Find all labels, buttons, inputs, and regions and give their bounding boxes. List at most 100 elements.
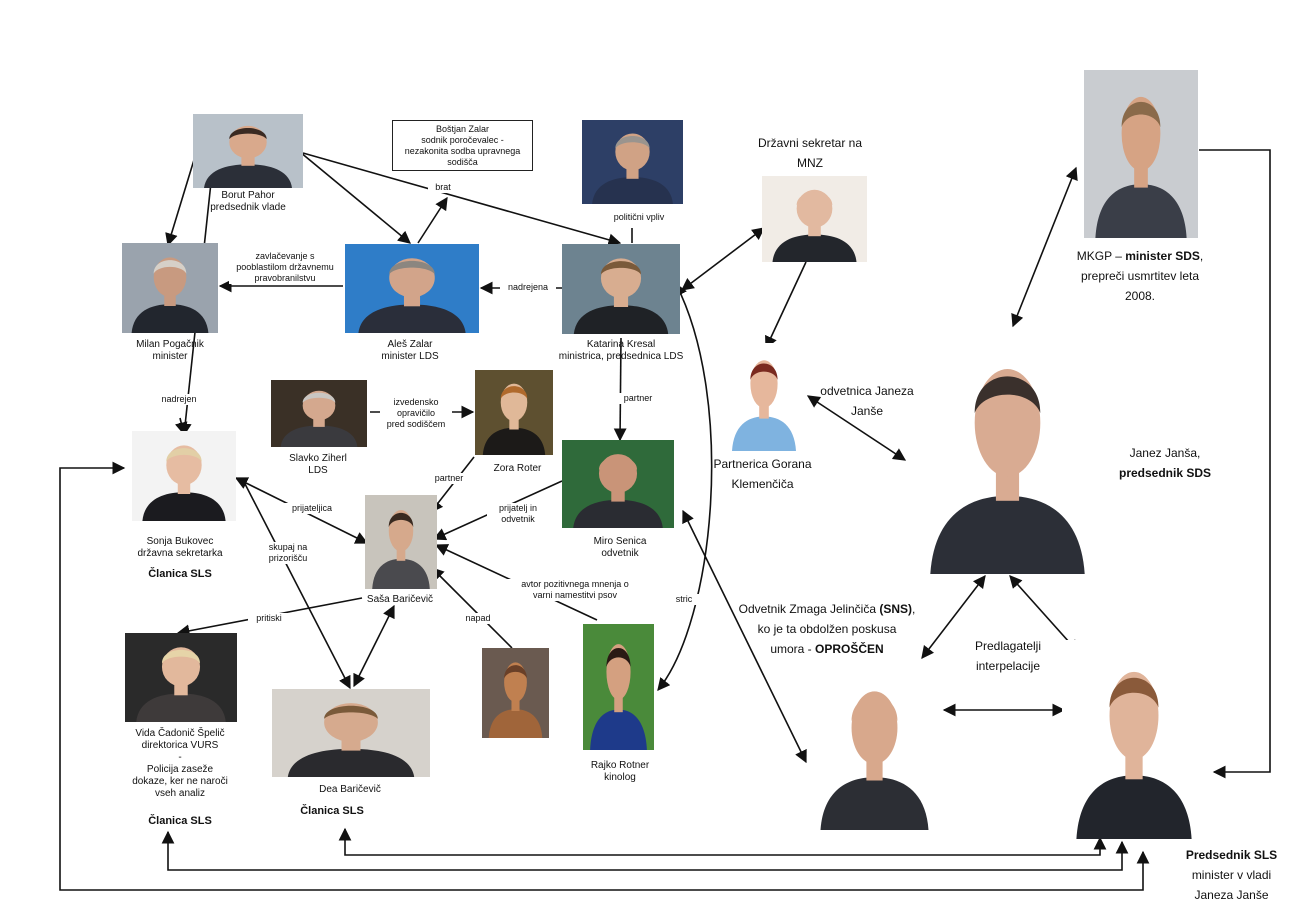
- l2: varni namestitvi psov: [532, 590, 618, 600]
- photo-police-official: [582, 120, 683, 204]
- label-mkgp: MKGP – minister SDS, prepreči usmrtitev …: [1075, 246, 1205, 306]
- line-2: ko je ta obdolžen poskusa: [757, 622, 897, 636]
- edge-label-prijateljica: prijateljica: [281, 503, 343, 514]
- l2: pooblastilom državnemu: [236, 262, 334, 272]
- portrait-shoulders: [372, 558, 430, 589]
- l2: odvetnik: [501, 514, 535, 524]
- photo-partnerica: [724, 343, 804, 451]
- portrait-image: [724, 343, 804, 451]
- label-vida-clanica: Članica SLS: [115, 815, 245, 827]
- role: odvetnik: [601, 548, 639, 559]
- l3a: umora -: [770, 642, 815, 656]
- l3b: OPROŠČEN: [815, 642, 884, 656]
- portrait-image: [272, 689, 430, 777]
- portrait-hair: [600, 261, 642, 275]
- line-2: minister v vladi: [1191, 868, 1272, 882]
- party: predsednik SDS: [1118, 466, 1212, 480]
- portrait-shoulders: [732, 416, 796, 451]
- portrait-shoulders: [142, 492, 226, 521]
- suffix: ,: [1199, 249, 1204, 263]
- l1b: (SNS): [879, 602, 913, 616]
- label-ales-zalar: Aleš Zalar minister LDS: [360, 339, 460, 363]
- name: Dea Baričevič: [319, 784, 381, 795]
- edge-label-stric: stric: [669, 594, 699, 605]
- label-rajko-rotner: Rajko Rotner kinolog: [570, 760, 670, 784]
- portrait-shoulders: [488, 709, 543, 738]
- portrait-shoulders: [820, 777, 929, 830]
- portrait-image: [475, 370, 553, 455]
- l1: skupaj na: [268, 542, 308, 552]
- portrait-shoulders: [592, 177, 673, 204]
- name: Katarina Kresal: [586, 339, 656, 350]
- portrait-hair: [974, 376, 1041, 413]
- edge-kresal-sekretar: [680, 227, 766, 291]
- portrait-image: [583, 624, 654, 750]
- portrait-hair: [302, 392, 336, 403]
- l1: prijatelj in: [498, 503, 538, 513]
- photo-sasa-baricevic: [365, 495, 437, 589]
- portrait-hair: [796, 192, 833, 206]
- line-2: Janše: [850, 404, 884, 418]
- portrait-image: [911, 330, 1104, 574]
- line-1: MKGP – minister SDS,: [1075, 246, 1205, 266]
- photo-borut-pahor: [193, 114, 303, 188]
- role: predsednik vlade: [210, 202, 286, 213]
- portrait-hair: [229, 128, 267, 140]
- portrait-hair: [389, 260, 435, 275]
- edge-label-partner-zr: partner: [428, 473, 470, 484]
- role: minister: [152, 351, 188, 362]
- label-borut-pahor: Borut Pahor predsednik vlade: [198, 190, 298, 214]
- name: Aleš Zalar: [387, 339, 433, 350]
- portrait-hair: [851, 696, 898, 722]
- edge-label-izvedensko: izvedensko opravičilo pred sodiščem: [380, 397, 452, 430]
- portrait-shoulders: [1076, 775, 1192, 839]
- label-predsednik-sls: Predsednik SLS minister v vladi Janeza J…: [1174, 845, 1289, 905]
- label-katarina-kresal: Katarina Kresal ministrica, predsednica …: [550, 339, 692, 363]
- label-zora-roter: Zora Roter: [470, 463, 565, 475]
- label-miro-senica: Miro Senica odvetnik: [570, 536, 670, 560]
- portrait-shoulders: [280, 425, 358, 447]
- name-text: Janez Janša: [1129, 446, 1198, 460]
- portrait-image: [132, 431, 236, 521]
- portrait-neck: [511, 694, 520, 711]
- role: kinolog: [604, 772, 636, 783]
- name: Vida Čadonič Špelič: [135, 728, 225, 739]
- label-dea-baricevic: Dea Baričevič: [290, 784, 410, 796]
- l1: zavlačevanje s: [255, 251, 315, 261]
- role: minister LDS: [381, 351, 439, 362]
- line-3: 2008.: [1124, 289, 1156, 303]
- edge-sasa-dea: [353, 604, 395, 688]
- l2: prizorišču: [268, 553, 308, 563]
- line-2: MNZ: [797, 156, 823, 170]
- name: Janez Janša,: [1129, 446, 1201, 460]
- portrait-hair: [161, 649, 201, 664]
- portrait-neck: [313, 414, 325, 427]
- edge-zora-sasa: [430, 456, 475, 514]
- portrait-hair: [166, 448, 202, 462]
- portrait-hair: [388, 512, 414, 527]
- line-2: interpelacije: [975, 659, 1041, 673]
- portrait-image: [582, 120, 683, 204]
- vida-note-3: dokaze, ker ne naroči: [132, 776, 228, 787]
- name: Slavko Ziherl: [289, 453, 347, 464]
- portrait-neck: [759, 399, 769, 419]
- edge-label-pritiski: pritiski: [248, 613, 290, 624]
- portrait-image: [193, 114, 303, 188]
- portrait-shoulders: [482, 427, 546, 455]
- edge-label-brat: brat: [428, 182, 458, 193]
- l3: pravobranilstvu: [254, 273, 316, 283]
- portrait-image: [762, 176, 867, 262]
- label-vida-cadonic: Vida Čadonič Špelič direktorica VURS - P…: [115, 728, 245, 800]
- line-1: Predlagatelji: [974, 639, 1042, 653]
- name: Miro Senica: [593, 536, 647, 547]
- name: Partnerica Gorana Klemenčiča: [713, 457, 812, 491]
- portrait-neck: [509, 414, 519, 430]
- name: Milan Pogačnik: [136, 339, 204, 350]
- line-1: Odvetnik Zmaga Jelinčiča (SNS),: [734, 599, 920, 619]
- edge-label-nadrejena: nadrejena: [500, 282, 556, 293]
- name: Sonja Bukovec: [146, 536, 214, 547]
- edge-label-politicni-vpliv: politični vpliv: [608, 212, 670, 223]
- portrait-hair: [1121, 101, 1161, 128]
- portrait-hair: [750, 363, 778, 380]
- edge-label-nadrejen: nadrejen: [152, 394, 206, 405]
